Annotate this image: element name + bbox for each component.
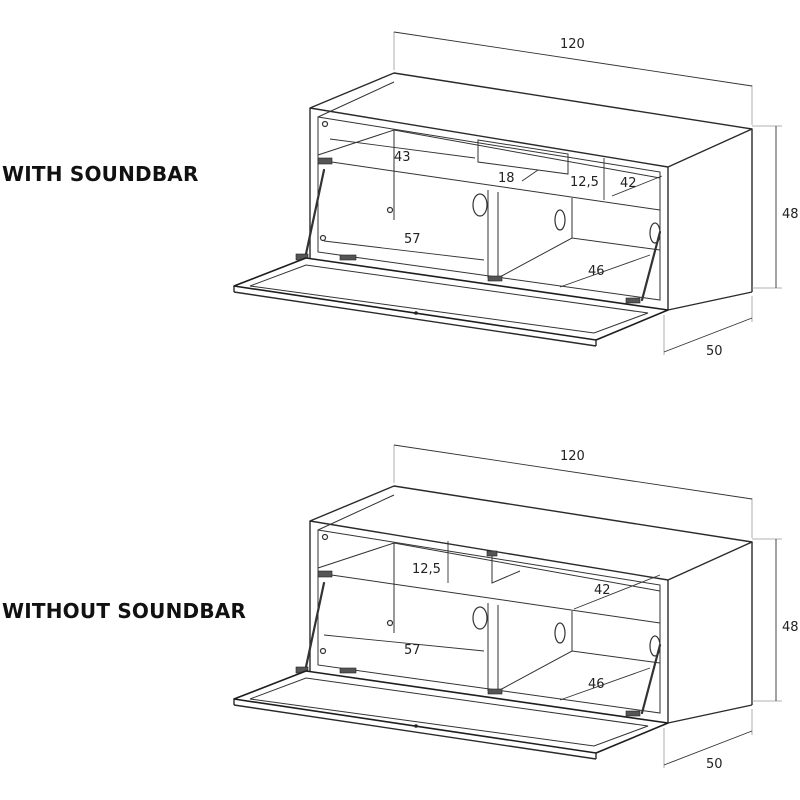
cable-hole: [554, 622, 566, 644]
height-label: 48: [782, 620, 799, 635]
shelf-left-dimension: [329, 138, 476, 159]
right-top-dimension: [611, 175, 663, 197]
inner-top-depth: [317, 81, 395, 118]
screw-hole: [319, 647, 327, 655]
depth-dimension-line: [663, 317, 753, 353]
cable-hole: [472, 193, 488, 217]
flap-knob: [414, 311, 418, 315]
hinge: [487, 688, 503, 695]
strut-bracket: [317, 570, 333, 578]
flap-inner-panel: [249, 677, 649, 747]
middle-shelf-front: [317, 159, 661, 211]
screw-hole: [386, 619, 394, 627]
front-opening: [317, 116, 661, 301]
right-bottom-dimension: [559, 667, 651, 701]
soundbar-depth-dimension: [521, 169, 539, 182]
divider-clip: [486, 550, 498, 557]
flap-knob: [414, 724, 418, 728]
screw-hole: [386, 206, 394, 214]
left-bottom-label: 57: [404, 232, 421, 247]
hinge: [625, 710, 641, 717]
hinge: [625, 297, 641, 304]
flap-door: [233, 670, 669, 754]
soundbar-height-label: 12,5: [570, 175, 599, 190]
screw-hole: [321, 533, 329, 541]
depth-label: 50: [706, 344, 723, 359]
with-soundbar-heading: WITH SOUNDBAR: [2, 162, 199, 186]
flap-bottom-edge: [233, 704, 597, 760]
left-bottom-dimension: [323, 634, 485, 652]
depth-label: 50: [706, 757, 723, 772]
width-dimension-line: [393, 31, 753, 87]
right-floor: [497, 650, 661, 692]
flap-bottom-edge: [233, 291, 597, 347]
soundbar-depth-label: 18: [498, 171, 515, 186]
strut-bracket: [317, 157, 333, 165]
shelf-left-label: 43: [394, 150, 411, 165]
middle-shelf-front: [317, 572, 661, 624]
screw-hole: [319, 234, 327, 242]
depth-dimension-line: [663, 730, 753, 766]
left-bottom-dimension: [323, 240, 485, 261]
gas-strut: [640, 230, 662, 302]
right-bottom-label: 46: [588, 264, 605, 279]
right-bottom-dimension: [559, 254, 651, 288]
right-top-dimension: [573, 574, 661, 610]
flap-inner-panel: [249, 264, 649, 334]
height-label: 48: [782, 207, 799, 222]
top-divider: [491, 553, 521, 584]
width-dimension-line: [393, 444, 753, 500]
hinge: [339, 667, 357, 674]
screw-hole: [321, 120, 329, 128]
width-label: 120: [560, 37, 585, 52]
gas-strut: [640, 643, 662, 715]
right-bottom-label: 46: [588, 677, 605, 692]
hinge: [339, 254, 357, 261]
without-soundbar-heading: WITHOUT SOUNDBAR: [2, 599, 247, 623]
bottom-right-edge: [667, 704, 753, 724]
gas-strut: [304, 581, 326, 669]
left-bottom-label: 57: [404, 643, 421, 658]
cable-hole: [472, 606, 488, 630]
bottom-right-edge: [667, 291, 753, 311]
right-top-label: 42: [594, 583, 611, 598]
cable-hole: [554, 209, 566, 231]
soundbar-shelf: [477, 139, 569, 175]
front-opening: [317, 529, 661, 714]
flap-door: [233, 257, 669, 341]
inner-top-depth: [317, 494, 395, 531]
top-height-label: 12,5: [412, 562, 441, 577]
right-top-label: 42: [620, 176, 637, 191]
width-label: 120: [560, 449, 585, 464]
gas-strut: [304, 168, 326, 256]
top-panel: [309, 485, 753, 581]
hinge: [487, 275, 503, 282]
